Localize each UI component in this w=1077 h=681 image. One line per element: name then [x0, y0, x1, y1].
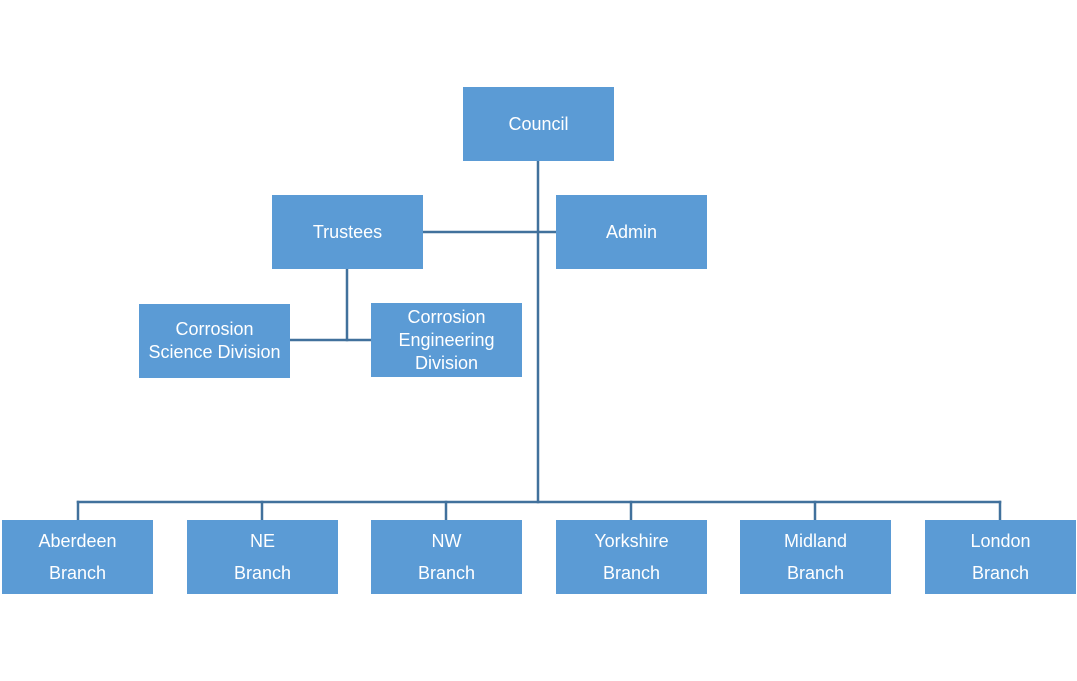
branch-aberdeen-box: Aberdeen Branch	[2, 520, 153, 594]
corrosion-engineering-division-box: Corrosion Engineering Division	[371, 303, 522, 377]
trustees-box: Trustees	[272, 195, 423, 269]
branch-yorkshire-label: Yorkshire Branch	[594, 531, 669, 583]
council-label: Council	[508, 113, 569, 134]
corrosion-science-division-box: Corrosion Science Division	[139, 304, 290, 378]
branch-ne-label: NE Branch	[233, 531, 292, 583]
corrosion-science-division-label: Corrosion Science Division	[148, 319, 281, 362]
admin-box: Admin	[556, 195, 707, 269]
branch-ne-box: NE Branch	[187, 520, 338, 594]
branch-london-label: London Branch	[970, 531, 1031, 583]
branch-yorkshire-box: Yorkshire Branch	[556, 520, 707, 594]
branch-midland-box: Midland Branch	[740, 520, 891, 594]
corrosion-engineering-division-label: Corrosion Engineering Division	[398, 306, 495, 373]
council-box: Council	[463, 87, 614, 161]
branch-nw-label: NW Branch	[417, 531, 476, 583]
admin-label: Admin	[605, 221, 658, 242]
branch-london-box: London Branch	[925, 520, 1076, 594]
branch-nw-box: NW Branch	[371, 520, 522, 594]
branch-midland-label: Midland Branch	[783, 531, 848, 583]
trustees-label: Trustees	[312, 221, 383, 242]
branch-aberdeen-label: Aberdeen Branch	[38, 531, 117, 583]
